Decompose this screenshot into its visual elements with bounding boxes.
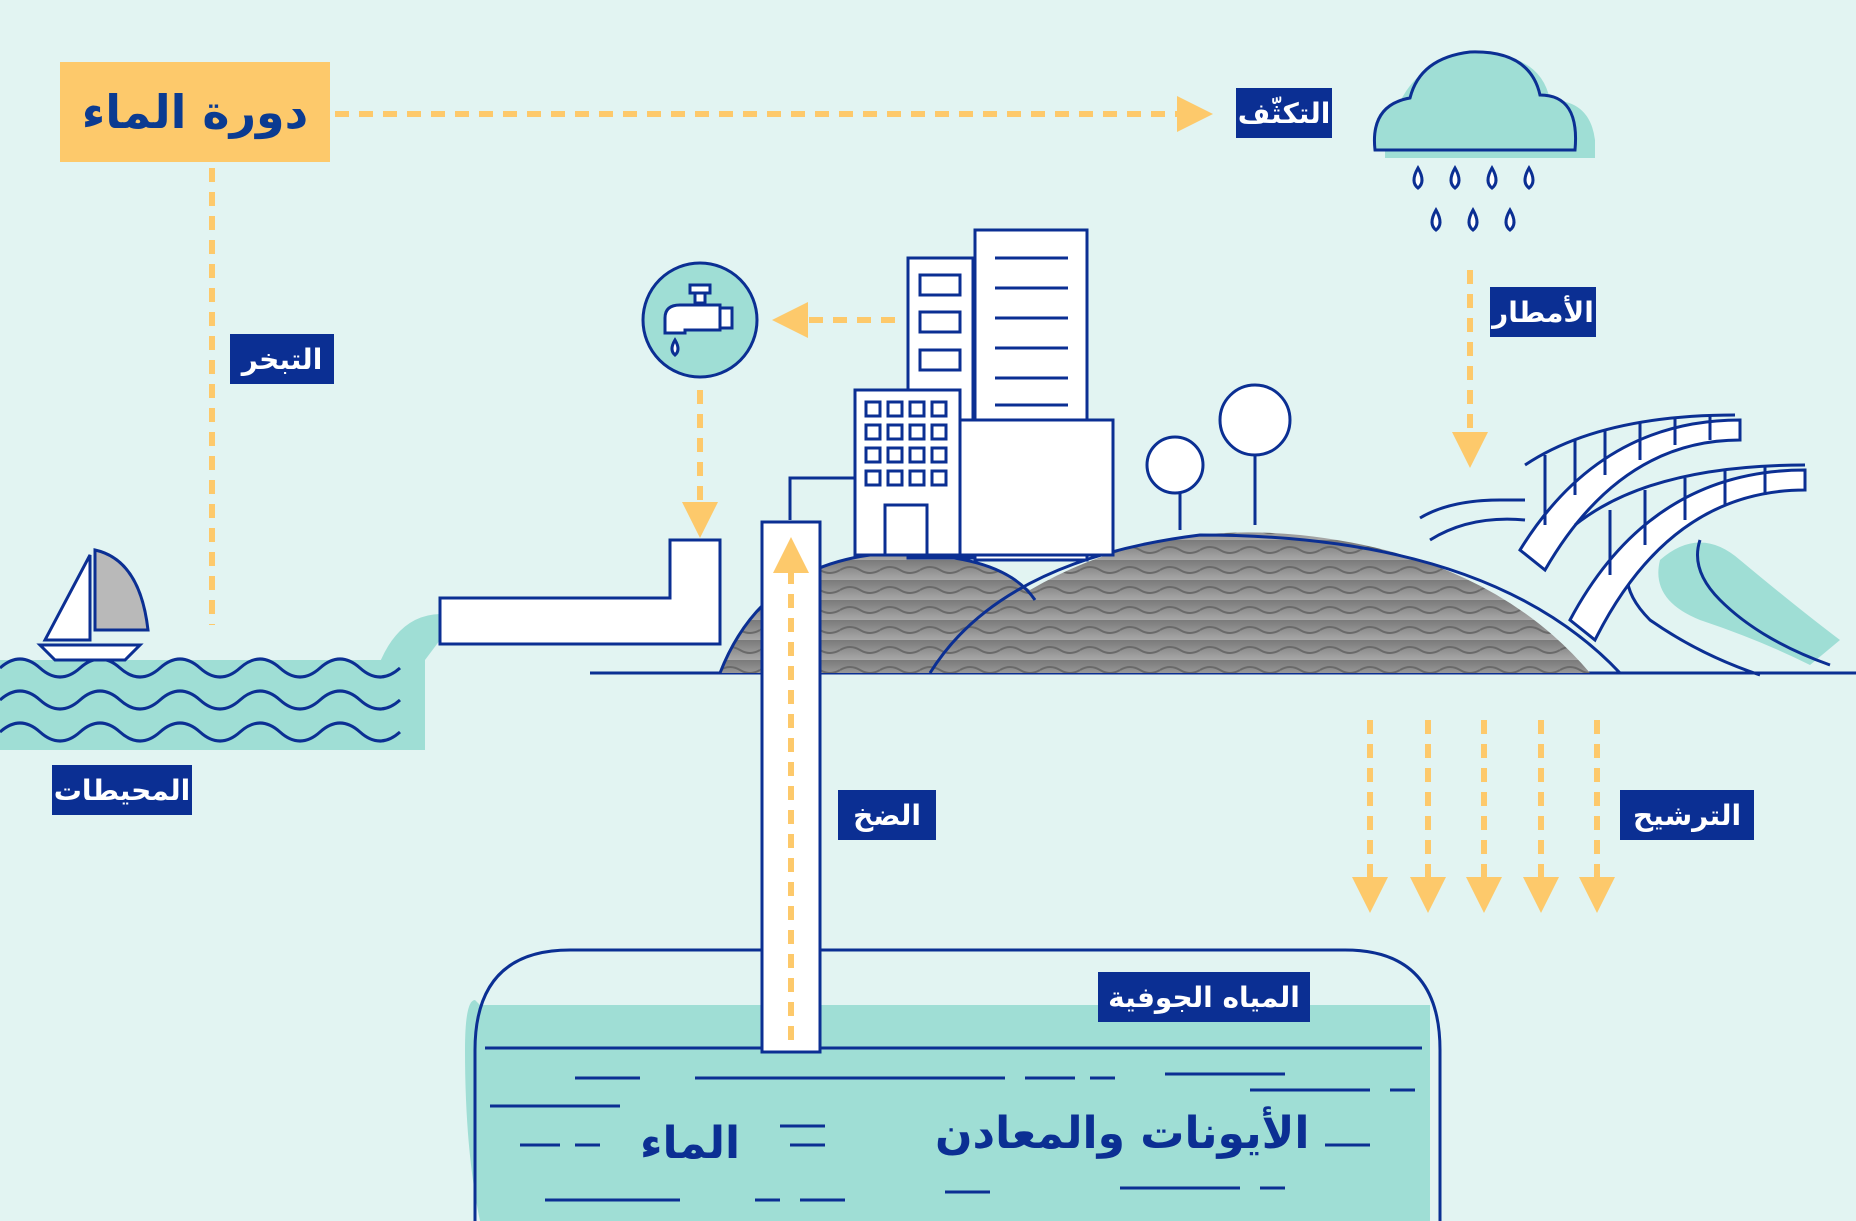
raindrops [1412, 164, 1535, 232]
label-evaporation: التبخر [230, 334, 334, 384]
groundwater-reservoir [465, 948, 1442, 1221]
reservoir-water-text: الماء [640, 1118, 741, 1169]
faucet-icon [641, 261, 759, 379]
label-rain: الأمطار [1490, 287, 1596, 337]
ocean [0, 614, 440, 750]
label-oceans: المحيطات [52, 765, 192, 815]
diagram-title: دورة الماء [60, 62, 330, 162]
building-icon [853, 228, 1115, 562]
tree-icon [1145, 383, 1292, 530]
outflow-pipe [438, 538, 722, 646]
building-pipe [788, 476, 855, 520]
building-windows [864, 400, 948, 487]
cloud-icon [1372, 50, 1595, 158]
bridge-icon [1419, 413, 1840, 677]
label-pumping: الضخ [838, 790, 936, 840]
label-condensation: التكثّف [1236, 88, 1332, 138]
label-groundwater: المياه الجوفية [1098, 972, 1310, 1022]
sailboat-icon [36, 548, 150, 662]
infiltration-arrows [1352, 720, 1615, 913]
reservoir-ions-text: الأيونات والمعادن [935, 1108, 1310, 1159]
label-infiltration: الترشيح [1620, 790, 1754, 840]
